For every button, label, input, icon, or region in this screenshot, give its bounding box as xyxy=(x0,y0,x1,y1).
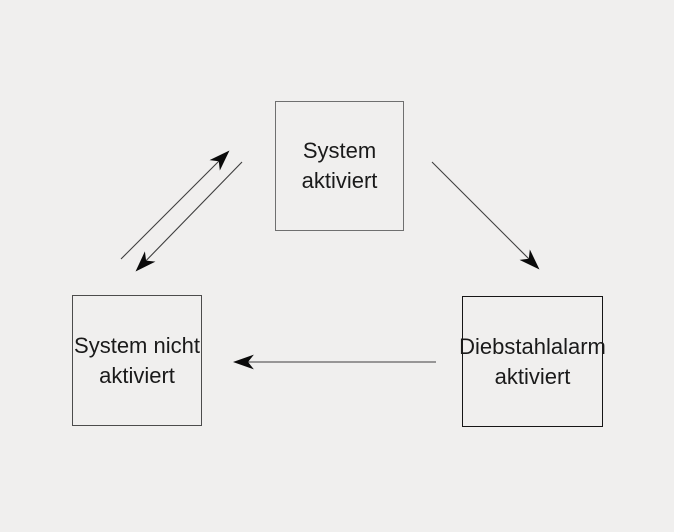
edge-system-aktiviert-to-system-nicht-aktiviert xyxy=(135,161,243,272)
node-label-line: System nicht xyxy=(74,332,200,358)
node-label-line: aktiviert xyxy=(301,168,378,193)
node-system-aktiviert: System aktiviert xyxy=(275,101,404,231)
edge-system-aktiviert-to-diebstahlalarm-aktiviert xyxy=(431,161,540,270)
node-diebstahlalarm-aktiviert: Diebstahlalarm aktiviert xyxy=(459,296,606,427)
node-system-nicht-aktiviert: System nicht aktiviert xyxy=(72,295,202,426)
node-label-line: aktiviert xyxy=(494,363,571,389)
edge-system-nicht-aktiviert-to-system-aktiviert xyxy=(120,150,230,260)
node-label-line: System xyxy=(302,138,377,163)
node-label-line: aktiviert xyxy=(99,362,175,388)
node-label-line: Diebstahlalarm xyxy=(459,333,606,359)
